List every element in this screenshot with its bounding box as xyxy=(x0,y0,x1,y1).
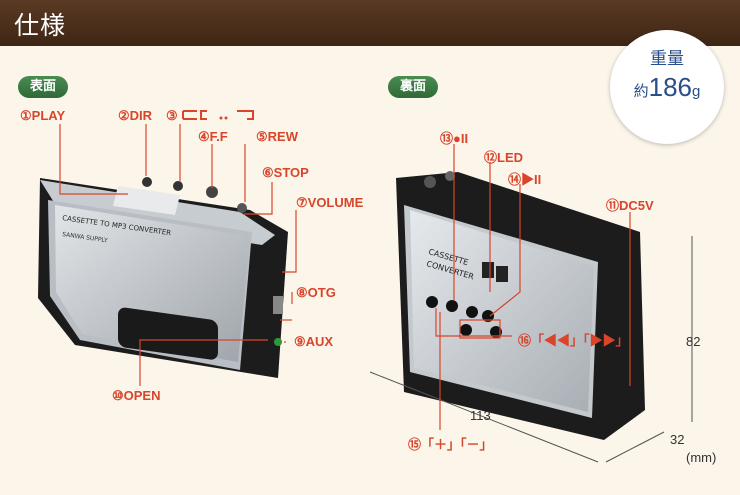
label-dir-symbol: ③ xyxy=(166,108,259,124)
back-badge: 裏面 xyxy=(388,76,439,98)
repeat-direction-icon xyxy=(182,110,255,120)
otg-port xyxy=(273,296,283,314)
weight-title: 重量 xyxy=(650,49,684,69)
dim-height: 82 xyxy=(686,334,701,349)
weight-value: 約186g xyxy=(633,72,701,102)
label-aux: ⑨AUX xyxy=(294,334,334,349)
header-bar: 仕様 xyxy=(0,0,740,46)
play-button-shape xyxy=(113,186,180,215)
dim-depth: 32 xyxy=(670,432,685,447)
leader-volume xyxy=(282,210,297,273)
leader-open xyxy=(139,339,268,386)
aux-port xyxy=(274,338,282,346)
label-play-pause: ⑭▶II xyxy=(508,172,542,187)
label-vol: ⑮「＋」「－」 xyxy=(408,437,493,452)
width-dim-line xyxy=(369,371,599,463)
leader-play-pause xyxy=(489,184,521,317)
label-skip: ⑯「◀◀」「▶▶」 xyxy=(518,333,629,348)
label-otg: ⑧OTG xyxy=(296,285,336,300)
front-badge: 表面 xyxy=(18,76,69,98)
label-dir: ②DIR xyxy=(118,108,153,123)
label-volume: ⑦VOLUME xyxy=(296,195,364,210)
front-cassette-window xyxy=(118,307,218,360)
dim-unit: (mm) xyxy=(686,450,717,465)
label-play: ①PLAY xyxy=(20,108,66,123)
label-rew: ⑤REW xyxy=(256,129,298,144)
label-open: ⑩OPEN xyxy=(112,388,161,403)
label-stop: ⑥STOP xyxy=(262,165,309,180)
page-title: 仕様 xyxy=(14,11,67,40)
weight-badge: 重量 約186g xyxy=(610,30,724,144)
label-rec: ⑬●II xyxy=(440,131,469,146)
label-dc5v: ⑪DC5V xyxy=(606,198,654,213)
depth-dim-line xyxy=(605,431,665,463)
leader-stop xyxy=(244,182,273,215)
label-led: ⑫LED xyxy=(484,150,524,165)
label-ff: ④F.F xyxy=(198,129,228,144)
leader-play xyxy=(59,124,128,195)
dim-width: 113 xyxy=(470,408,491,423)
leader-skip xyxy=(435,308,512,337)
skip-box xyxy=(459,319,501,339)
